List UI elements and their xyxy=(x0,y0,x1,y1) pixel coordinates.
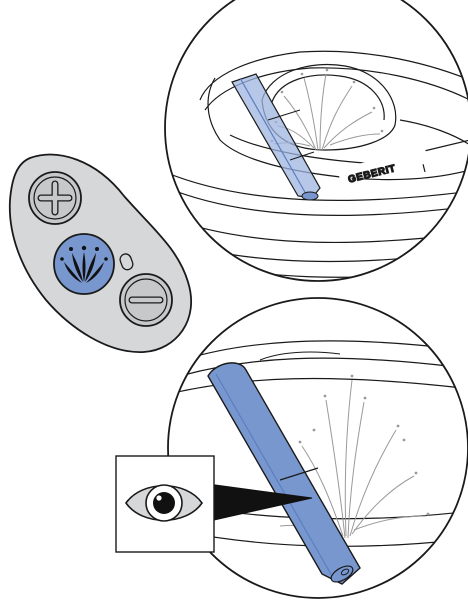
spray-button[interactable] xyxy=(54,234,114,294)
remote-control xyxy=(10,155,191,352)
plus-button[interactable] xyxy=(29,172,81,224)
bottom-detail-view xyxy=(160,298,468,598)
top-detail-view: GEBERIT xyxy=(160,0,468,281)
minus-button[interactable] xyxy=(120,274,172,326)
